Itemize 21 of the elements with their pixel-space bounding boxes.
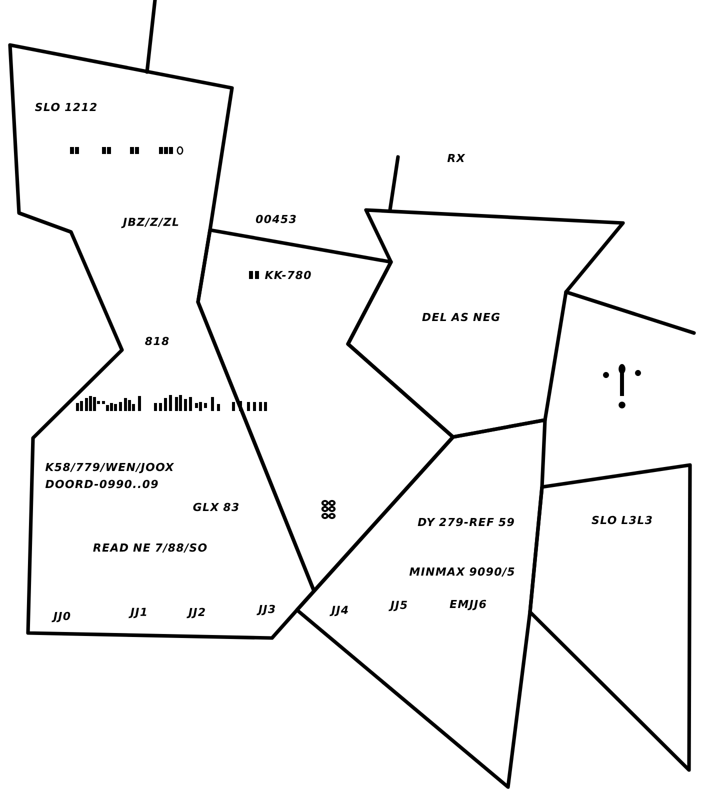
sector-code: SLO 1212 (35, 102, 97, 112)
sector-code: DY 279-REF 59 (418, 518, 514, 526)
sector-code: 818 (145, 336, 169, 346)
sector-code: GLX 83 (193, 502, 238, 512)
sector-code: JJ1 (128, 608, 146, 618)
sector-code: SLO L3L3 (592, 516, 652, 524)
sector-code: JJ5 (388, 600, 407, 612)
sector-code: JJ3 (256, 604, 275, 616)
map-label: 00453 (256, 214, 296, 224)
map-label: RX (447, 154, 466, 162)
sector-code: MINMAX 9090/5 (409, 567, 514, 577)
sector-code: READ NE 7/88/SO (93, 543, 207, 553)
sector-code: K58/779/WEN/JOOX (45, 462, 174, 474)
sector-code: DEL AS NEG (422, 312, 500, 322)
sector-code: JJ0 (52, 612, 70, 622)
sector-code: JJ4 (330, 606, 348, 616)
sector-code: KK-780 (264, 270, 311, 280)
sector-code: DOORD-0990..09 (45, 480, 158, 488)
sector-code: JJ2 (186, 608, 205, 618)
sector-code: EMJJ6 (450, 600, 486, 610)
sector-code: JBZ/Z/ZL (121, 218, 178, 228)
